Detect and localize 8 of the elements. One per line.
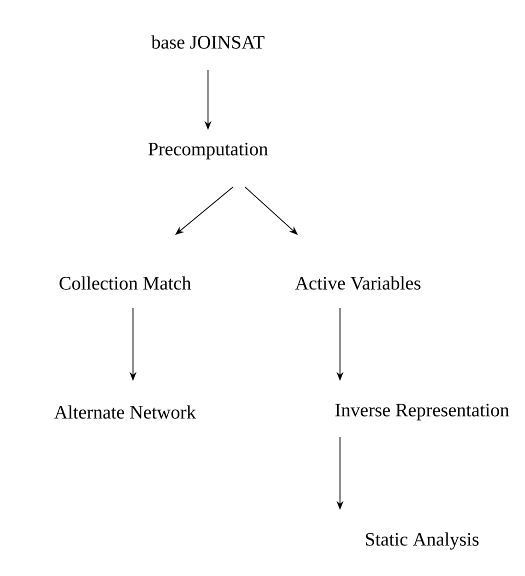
node-label: base JOINSAT xyxy=(151,35,264,49)
arrow xyxy=(244,186,298,235)
node-label: Static Analysis xyxy=(366,532,479,550)
node-label: Inverse Representation xyxy=(335,404,510,420)
node-label: Precomputation xyxy=(148,142,268,160)
node-label: Active Variables xyxy=(295,276,420,290)
node-label: Collection Match xyxy=(60,276,191,290)
node-label: Alternate Network xyxy=(54,405,196,419)
